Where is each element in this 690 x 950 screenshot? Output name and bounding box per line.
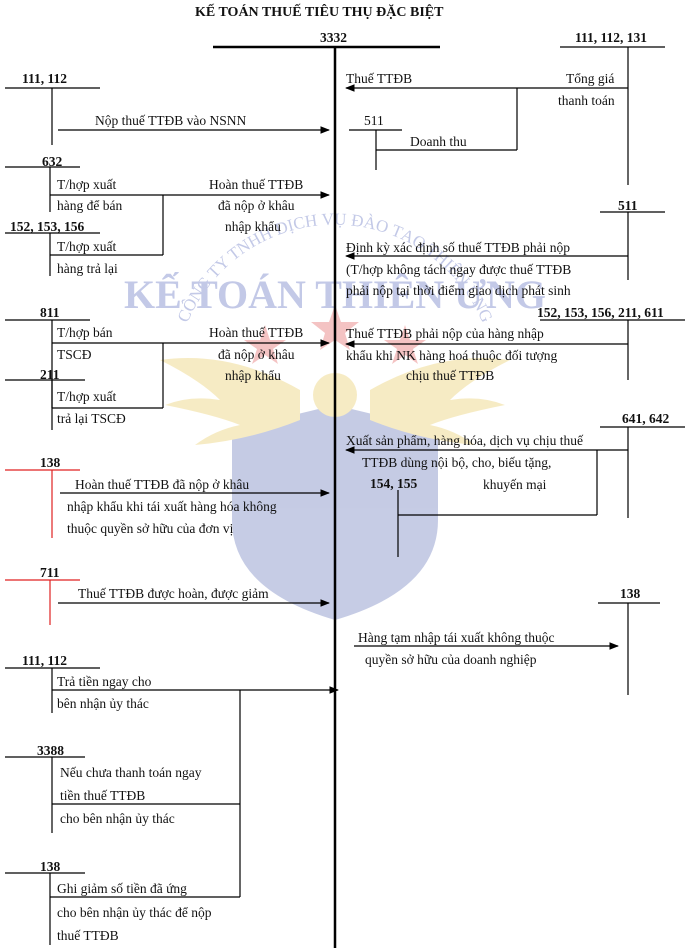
label-xuat-sp-2: TTĐB dùng nội bộ, cho, biếu tặng,: [362, 455, 552, 470]
account-811-label: 811: [40, 305, 60, 320]
label-phai-nop-3: chịu thuế TTĐB: [406, 368, 495, 383]
account-111-112-131-label: 111, 112, 131: [575, 30, 648, 45]
account-641-642-label: 641, 642: [622, 411, 670, 426]
label-ghi-giam-2: cho bên nhận ủy thác để nộp: [57, 905, 212, 920]
diagram-title: KẾ TOÁN THUẾ TIÊU THỤ ĐẶC BIỆT: [195, 5, 444, 20]
label-nop-thue: Nộp thuế TTĐB vào NSNN: [95, 113, 247, 128]
label-dinh-ky-2: (T/hợp không tách ngay được thuế TTĐB: [346, 262, 572, 277]
label-ghi-giam-3: thuế TTĐB: [57, 928, 119, 943]
label-dinh-ky-3: phải nộp tại thời điểm giao dịch phát si…: [346, 283, 571, 298]
account-511-right-label: 511: [618, 198, 638, 213]
account-711-label: 711: [40, 565, 60, 580]
label-hoan-tx-2: nhập khẩu khi tái xuất hàng hóa không: [67, 499, 277, 514]
label-thue-ttdb: Thuế TTĐB: [346, 71, 413, 86]
account-511-small-label: 511: [364, 113, 384, 128]
label-xuat-sp-3: khuyến mại: [483, 477, 547, 492]
label-hang-de-ban: hàng để bán: [57, 198, 123, 213]
label-thop-ban: T/hợp bán: [57, 325, 113, 340]
label-chua-tt-3: cho bên nhận ủy thác: [60, 811, 175, 826]
account-138-left-label: 138: [40, 455, 61, 470]
label-tra-tien-1: Trả tiền ngay cho: [57, 674, 152, 689]
label-hoan-tx-3: thuộc quyền sở hữu của đơn vị: [67, 521, 234, 536]
label-da-nop-1: đã nộp ở khâu: [218, 198, 295, 213]
label-hoan-tx-1: Hoàn thuế TTĐB đã nộp ở khâu: [75, 477, 250, 492]
label-hoan-thue-1: Hoàn thuế TTĐB: [209, 177, 304, 192]
label-nhap-khau-2: nhập khẩu: [225, 368, 281, 383]
label-hoan-thue-2: Hoàn thuế TTĐB: [209, 325, 304, 340]
label-thanh-toan: thanh toán: [558, 93, 615, 108]
label-chua-tt-2: tiền thuế TTĐB: [60, 788, 146, 803]
label-phai-nop-1: Thuế TTĐB phải nộp của hàng nhập: [346, 326, 544, 341]
label-tscd-1: TSCĐ: [57, 347, 92, 362]
label-tong-gia: Tổng giá: [566, 71, 615, 86]
account-211-label: 211: [40, 367, 60, 382]
account-111-112-bottom-label: 111, 112: [22, 653, 68, 668]
label-xuat-sp-1: Xuất sản phẩm, hàng hóa, dịch vụ chịu th…: [346, 433, 583, 448]
label-doanh-thu: Doanh thu: [410, 134, 467, 149]
label-thop-xuat-3: T/hợp xuất: [57, 389, 117, 404]
account-3388-label: 3388: [37, 743, 64, 758]
label-tra-tien-2: bên nhận ủy thác: [57, 696, 149, 711]
account-152-153-156-211-611-label: 152, 153, 156, 211, 611: [537, 305, 664, 320]
account-632-label: 632: [42, 154, 63, 169]
account-111-112-top-label: 111, 112: [22, 71, 68, 86]
label-tam-nhap-2: quyền sở hữu của doanh nghiệp: [365, 652, 537, 667]
account-3332-label: 3332: [320, 30, 347, 45]
label-thop-xuat-2: T/hợp xuất: [57, 239, 117, 254]
account-152-153-156-label: 152, 153, 156: [10, 219, 85, 234]
label-nhap-khau-1: nhập khẩu: [225, 219, 281, 234]
label-hang-tra-lai: hàng trả lại: [57, 261, 118, 276]
label-tra-lai-tscd: trả lại TSCĐ: [57, 411, 126, 426]
label-dinh-ky-1: Định kỳ xác định số thuế TTĐB phải nộp: [346, 240, 570, 255]
account-154-155-label: 154, 155: [370, 476, 418, 491]
label-phai-nop-2: khẩu khi NK hàng hoá thuộc đối tượng: [346, 348, 558, 363]
account-138-bottom-label: 138: [40, 859, 61, 874]
label-ghi-giam-1: Ghi giảm số tiền đã ứng: [57, 881, 187, 896]
label-thop-xuat-1: T/hợp xuất: [57, 177, 117, 192]
account-138-right-label: 138: [620, 586, 641, 601]
label-duoc-hoan: Thuế TTĐB được hoàn, được giảm: [78, 586, 269, 601]
label-chua-tt-1: Nếu chưa thanh toán ngay: [60, 765, 202, 780]
label-tam-nhap-1: Hàng tạm nhập tái xuất không thuộc: [358, 630, 555, 645]
label-da-nop-2: đã nộp ở khâu: [218, 347, 295, 362]
